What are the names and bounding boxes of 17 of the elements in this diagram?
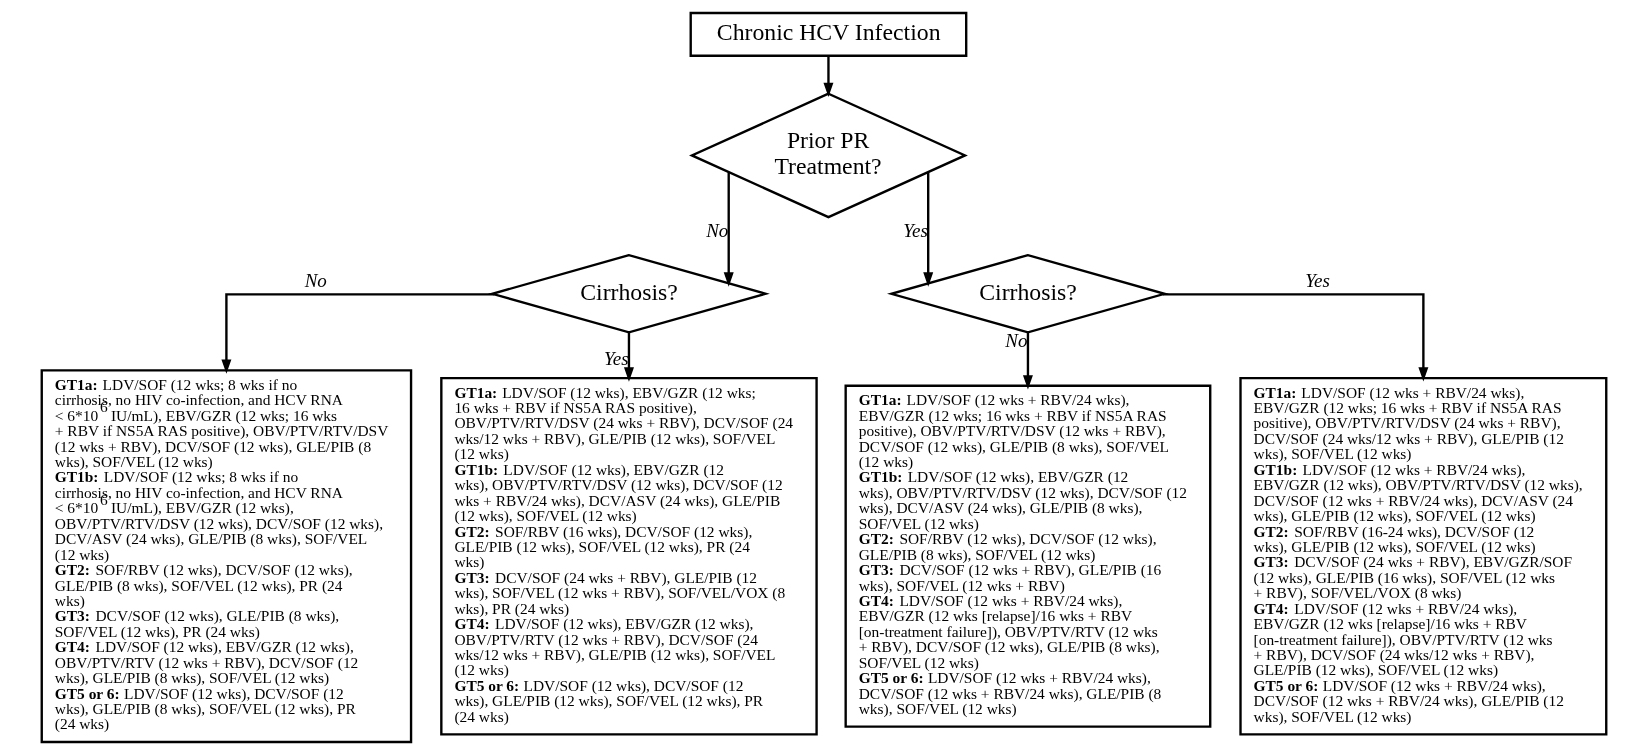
arrow: [220, 293, 494, 374]
edge-label: Yes: [1304, 270, 1330, 292]
arrow: [922, 172, 933, 287]
arrow: [1162, 293, 1428, 382]
edge-label: Yes: [902, 219, 928, 241]
arrow: [822, 56, 833, 98]
node-box: GT1a: LDV/SOF (12 wks + RBV/24 wks), EBV/GZR (12 wks; 16 wks + RBV if NS5A RAS positive), OBV/PTV/RTV/DSV (12 wks + RBV), DCV/SOF (12 wks), GLE/PIB (8 wks), SOF/VEL (12 wks) GT1b: LDV/SOF (12 wks), EBV/GZR (12 wks), OBV/PTV/RTV/DSV (12 wks), DCV/SOF (12 wks), DCV/ASV (24 wks), GLE/PIB (8 wks), SOF/VEL (12 wks) GT2: SOF/RBV (12 wks), DCV/SOF (12 wks), GLE/PIB (8 wks), SOF/VEL (12 wks) GT3: DCV/SOF (12 wks + RBV), GLE/PIB (16 wks), SOF/VEL (12 wks + RBV) GT4: LDV/SOF (12 wks + RBV/24 wks), EBV/GZR (12 wks [relapse]/16 wks + RBV [on-treatment failure]), OBV/PTV/RTV (12 wks + RBV), DCV/SOF (12 wks), GLE/PIB (8 wks), SOF/VEL (12 wks) GT5 or 6: LDV/SOF (12 wks + RBV/24 wks), DCV/SOF (12 wks + RBV/24 wks), GLE/PIB (8 wks), SOF/VEL (12 wks): [844, 384, 1211, 728]
edge-label: Yes: [603, 347, 629, 369]
edge-label: No: [705, 219, 728, 241]
node-diamond: Prior PR Treatment?: [688, 92, 968, 219]
node-box: GT1a: LDV/SOF (12 wks), EBV/GZR (12 wks; 16 wks + RBV if NS5A RAS positive), OBV/PTV/RTV/DSV (24 wks + RBV), DCV/SOF (24 wks/12 wks + RBV), GLE/PIB (12 wks), SOF/VEL (12 wks) GT1b: LDV/SOF (12 wks), EBV/GZR (12 wks), OBV/PTV/RTV/DSV (12 wks), DCV/SOF (12 wks + RBV/24 wks), DCV/ASV (24 wks), GLE/PIB (12 wks), SOF/VEL (12 wks) GT2: SOF/RBV (16 wks), DCV/SOF (12 wks), GLE/PIB (12 wks), SOF/VEL (12 wks), PR (24 wks) GT3: DCV/SOF (24 wks + RBV), GLE/PIB (12 wks), SOF/VEL (12 wks + RBV), SOF/VEL/VOX (8 wks), PR (24 wks) GT4: LDV/SOF (12 wks), EBV/GZR (12 wks), OBV/PTV/RTV (12 wks + RBV), DCV/SOF (24 wks/12 wks + RBV), GLE/PIB (12 wks), SOF/VEL (12 wks) GT5 or 6: LDV/SOF (12 wks), DCV/SOF (12 wks), GLE/PIB (12 wks), SOF/VEL (12 wks), PR (24 wks): [439, 376, 818, 736]
edge-label: No: [304, 270, 327, 292]
arrow: [623, 332, 634, 382]
arrow: [1022, 332, 1033, 390]
arrow: [723, 172, 734, 287]
node-box: GT1a: LDV/SOF (12 wks + RBV/24 wks), EBV/GZR (12 wks; 16 wks + RBV if NS5A RAS positive), OBV/PTV/RTV/DSV (24 wks + RBV), DCV/SOF (24 wks/12 wks + RBV), GLE/PIB (12 wks), SOF/VEL (12 wks) GT1b: LDV/SOF (12 wks + RBV/24 wks), EBV/GZR (12 wks), OBV/PTV/RTV/DSV (12 wks), DCV/SOF (12 wks + RBV/24 wks), DCV/ASV (24 wks), GLE/PIB (12 wks), SOF/VEL (12 wks) GT2: SOF/RBV (16-24 wks), DCV/SOF (12 wks), GLE/PIB (12 wks), SOF/VEL (12 wks) GT3: DCV/SOF (24 wks + RBV), EBV/GZR/SOF (12 wks), GLE/PIB (16 wks), SOF/VEL (12 wks + RBV), SOF/VEL/VOX (8 wks) GT4: LDV/SOF (12 wks + RBV/24 wks), EBV/GZR (12 wks [relapse]/16 wks + RBV [on-treatment failure]), OBV/PTV/RTV (12 wks + RBV), DCV/SOF (24 wks/12 wks + RBV), GLE/PIB (12 wks), SOF/VEL (12 wks) GT5 or 6: LDV/SOF (12 wks + RBV/24 wks), DCV/SOF (12 wks + RBV/24 wks), GLE/PIB (12 wks), SOF/VEL (12 wks): [1238, 376, 1607, 736]
node-box: Chronic HCV Infection: [689, 11, 967, 57]
